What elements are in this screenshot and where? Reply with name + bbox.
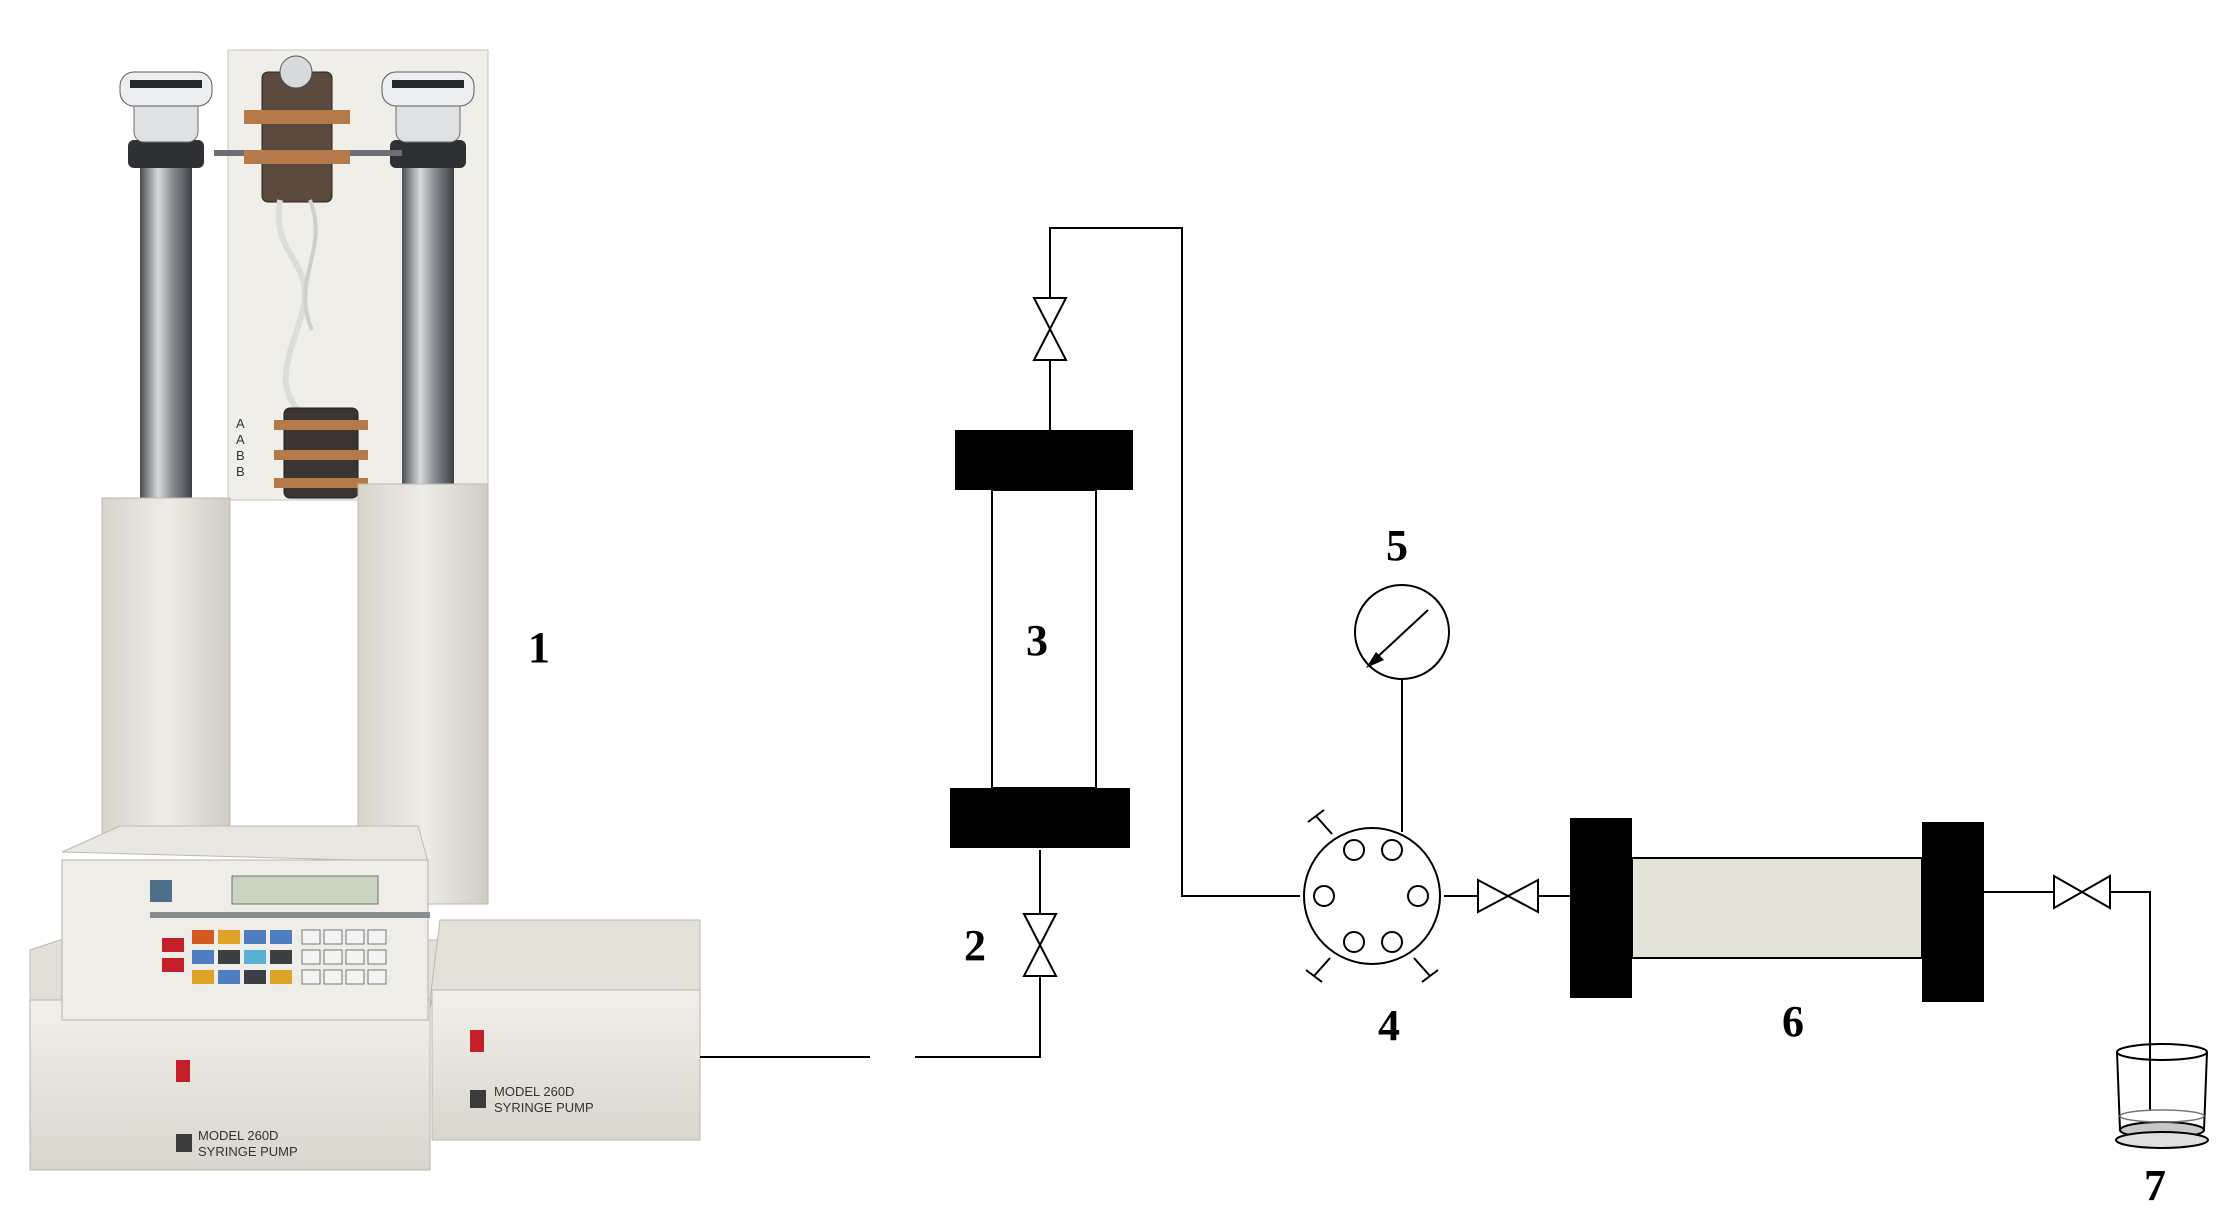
controller-keypad — [162, 929, 387, 985]
pump-controller — [61, 825, 430, 1021]
port-label: A — [236, 416, 245, 431]
left-cylinder — [119, 71, 213, 500]
vessel-top-cap — [955, 430, 1133, 490]
model-label-b: MODEL 260D — [494, 1084, 574, 1099]
valve-manifold-top — [214, 55, 402, 203]
line-top-valve-to-6port — [1049, 227, 1300, 897]
column-body — [1631, 857, 1923, 959]
port-label: B — [236, 464, 245, 479]
label-valve-inlet: 2 — [964, 921, 986, 970]
flow-lines — [700, 227, 2151, 1110]
label-vessel: 3 — [1026, 616, 1048, 665]
model-sub-a: SYRINGE PUMP — [198, 1144, 298, 1159]
pump-base-right: MODEL 260D SYRINGE PUMP — [429, 919, 701, 1141]
vessel — [950, 430, 1133, 848]
syringe-pump: A A B B MODEL 260D SYRINGE PUMP MODEL 26… — [29, 49, 701, 1171]
valve-inlet-icon — [1022, 913, 1058, 977]
label-pump: 1 — [528, 623, 550, 672]
column-right-cap — [1922, 822, 1984, 1002]
vessel-bottom-cap — [950, 788, 1130, 848]
label-six-port-valve: 4 — [1378, 1001, 1400, 1050]
label-column: 6 — [1782, 997, 1804, 1046]
left-support — [101, 497, 231, 839]
valve-top-icon — [1032, 297, 1068, 361]
column — [1570, 818, 1984, 1002]
port-label: A — [236, 432, 245, 447]
valve-manifold-bottom — [274, 407, 368, 499]
collection-beaker-icon — [2115, 1043, 2209, 1149]
valve-column-inlet-icon — [1477, 878, 1539, 914]
right-cylinder — [381, 71, 475, 500]
valve-outlet-icon — [2053, 874, 2111, 910]
port-label: B — [236, 448, 245, 463]
model-sub-b: SYRINGE PUMP — [494, 1100, 594, 1115]
model-label-a: MODEL 260D — [198, 1128, 278, 1143]
pressure-gauge-icon — [1354, 584, 1450, 680]
column-left-cap — [1570, 818, 1632, 998]
tubing — [275, 199, 309, 422]
line-outlet-valve-to-collector — [2110, 891, 2151, 1110]
six-port-valve-icon — [1303, 809, 1441, 983]
label-collector: 7 — [2144, 1161, 2166, 1210]
vessel-body — [991, 489, 1097, 789]
controller-screen — [231, 875, 379, 905]
label-gauge: 5 — [1386, 521, 1408, 570]
